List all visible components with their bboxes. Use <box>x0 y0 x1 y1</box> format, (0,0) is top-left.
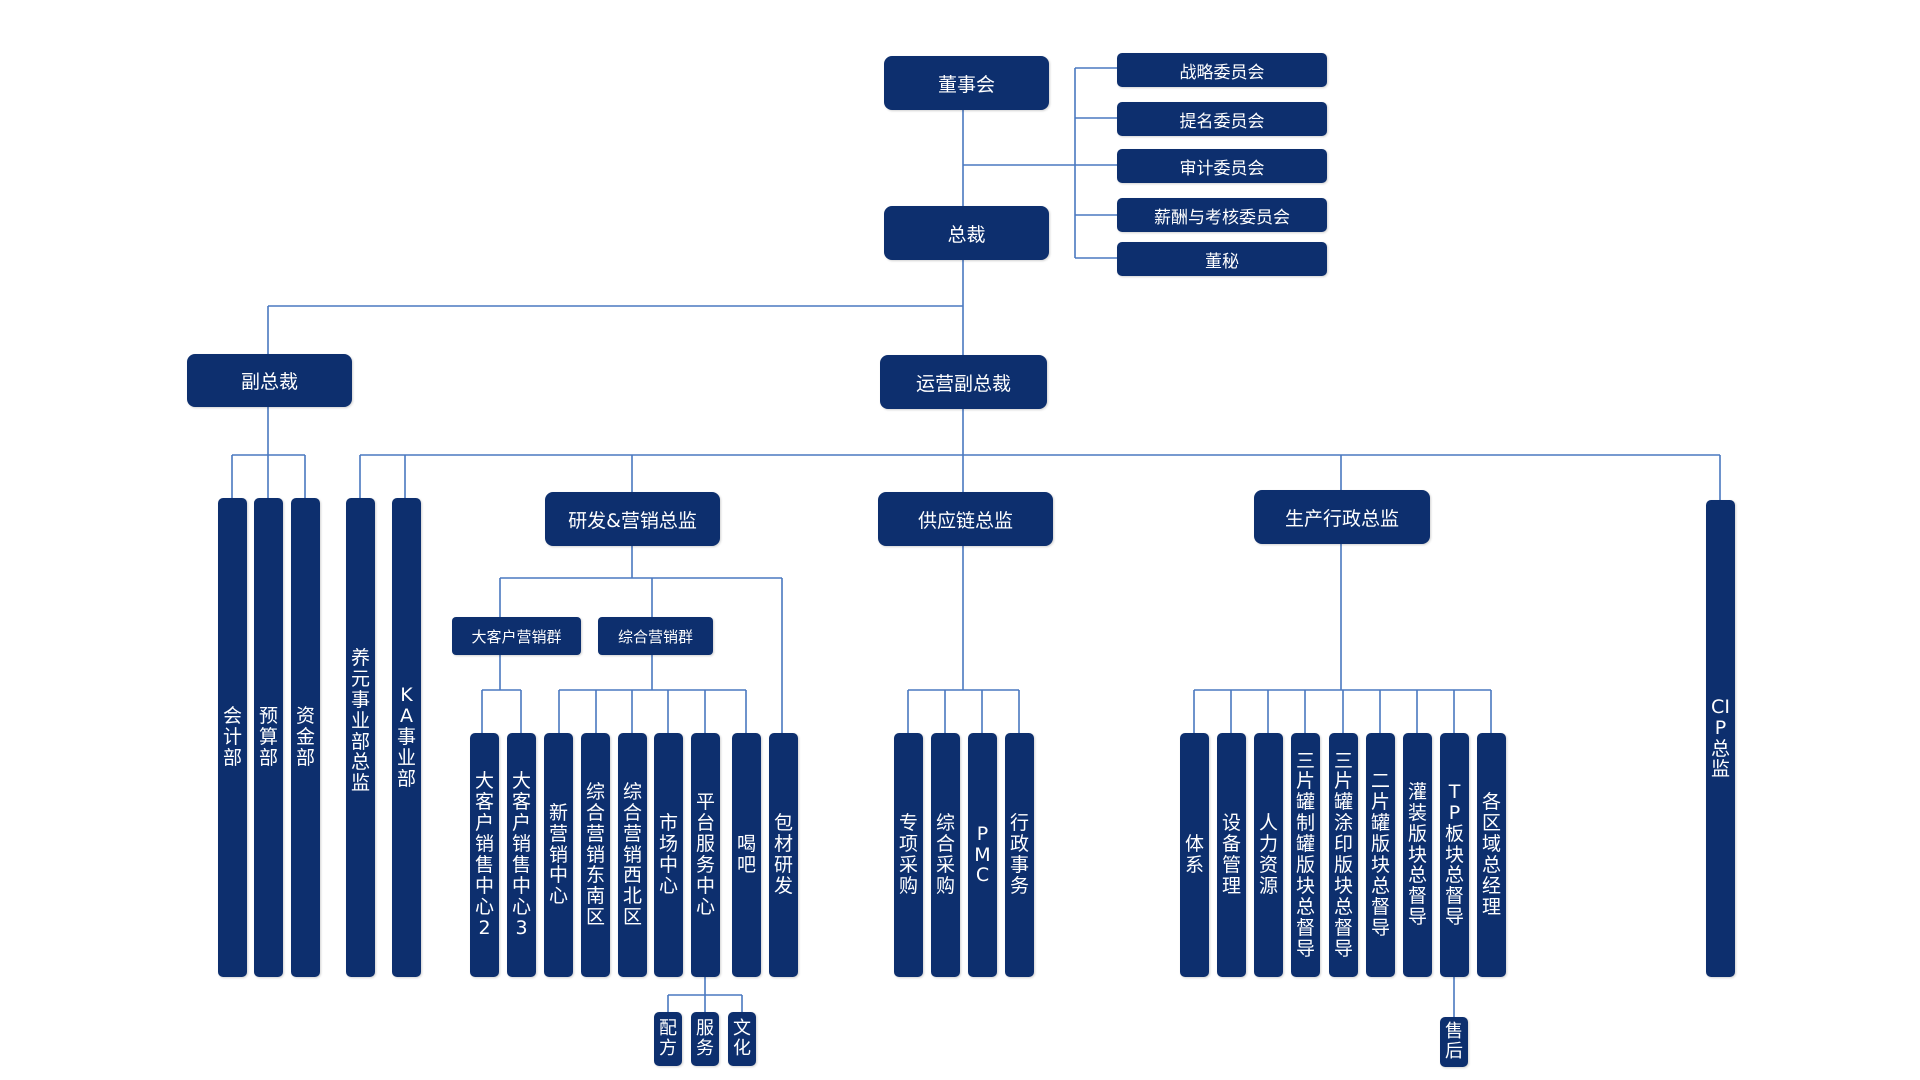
committee-compensation-box: 薪酬与考核委员会 <box>1117 198 1327 232</box>
system-box: 体系 <box>1180 733 1209 977</box>
three-piece-can-print-box: 三片罐涂印版块总督导 <box>1329 733 1358 977</box>
pmc-box: PMC <box>968 733 997 977</box>
formula-box: 配方 <box>654 1012 682 1066</box>
two-piece-can-box: 二片罐版块总督导 <box>1366 733 1395 977</box>
after-sales-box: 售后 <box>1440 1017 1468 1067</box>
board-secretary-box: 董秘 <box>1117 242 1327 276</box>
service-box: 服务 <box>691 1012 719 1066</box>
ops-vice-president-box: 运营副总裁 <box>880 355 1047 409</box>
three-piece-can-plate-box: 三片罐制罐版块总督导 <box>1291 733 1320 977</box>
packaging-rd-box: 包材研发 <box>769 733 798 977</box>
human-resources-box: 人力资源 <box>1254 733 1283 977</box>
supply-chain-director-box: 供应链总监 <box>878 492 1053 546</box>
admin-affairs-box: 行政事务 <box>1005 733 1034 977</box>
key-account-group-box: 大客户营销群 <box>452 617 581 655</box>
new-marketing-center-box: 新营销中心 <box>544 733 573 977</box>
vice-president-box: 副总裁 <box>187 354 352 407</box>
filling-box: 灌装版块总督导 <box>1403 733 1432 977</box>
special-procurement-box: 专项采购 <box>894 733 923 977</box>
accounting-box: 会计部 <box>218 498 247 977</box>
general-procurement-box: 综合采购 <box>931 733 960 977</box>
market-center-box: 市场中心 <box>654 733 683 977</box>
treasury-box: 资金部 <box>291 498 320 977</box>
president-box: 总裁 <box>884 206 1049 260</box>
tp-section-box: TP板块总督导 <box>1440 733 1469 977</box>
platform-service-center-box: 平台服务中心 <box>691 733 720 977</box>
equipment-mgmt-box: 设备管理 <box>1217 733 1246 977</box>
board-box: 董事会 <box>884 56 1049 110</box>
southeast-region-box: 综合营销东南区 <box>581 733 610 977</box>
regional-gm-box: 各区域总经理 <box>1477 733 1506 977</box>
northwest-region-box: 综合营销西北区 <box>618 733 647 977</box>
culture-box: 文化 <box>728 1012 756 1066</box>
budget-box: 预算部 <box>254 498 283 977</box>
production-admin-director-box: 生产行政总监 <box>1254 490 1430 544</box>
key-account-center-3-box: 大客户销售中心3 <box>507 733 536 977</box>
committee-audit-box: 审计委员会 <box>1117 149 1327 183</box>
committee-strategy-box: 战略委员会 <box>1117 53 1327 87</box>
yangyuan-director-box: 养元事业部总监 <box>346 498 375 977</box>
cip-director-box: CIP总监 <box>1706 500 1735 977</box>
ka-division-box: KA事业部 <box>392 498 421 977</box>
key-account-center-2-box: 大客户销售中心2 <box>470 733 499 977</box>
drink-bar-box: 喝吧 <box>732 733 761 977</box>
committee-nomination-box: 提名委员会 <box>1117 102 1327 136</box>
integrated-marketing-group-box: 综合营销群 <box>598 617 713 655</box>
rd-marketing-director-box: 研发&营销总监 <box>545 492 720 546</box>
